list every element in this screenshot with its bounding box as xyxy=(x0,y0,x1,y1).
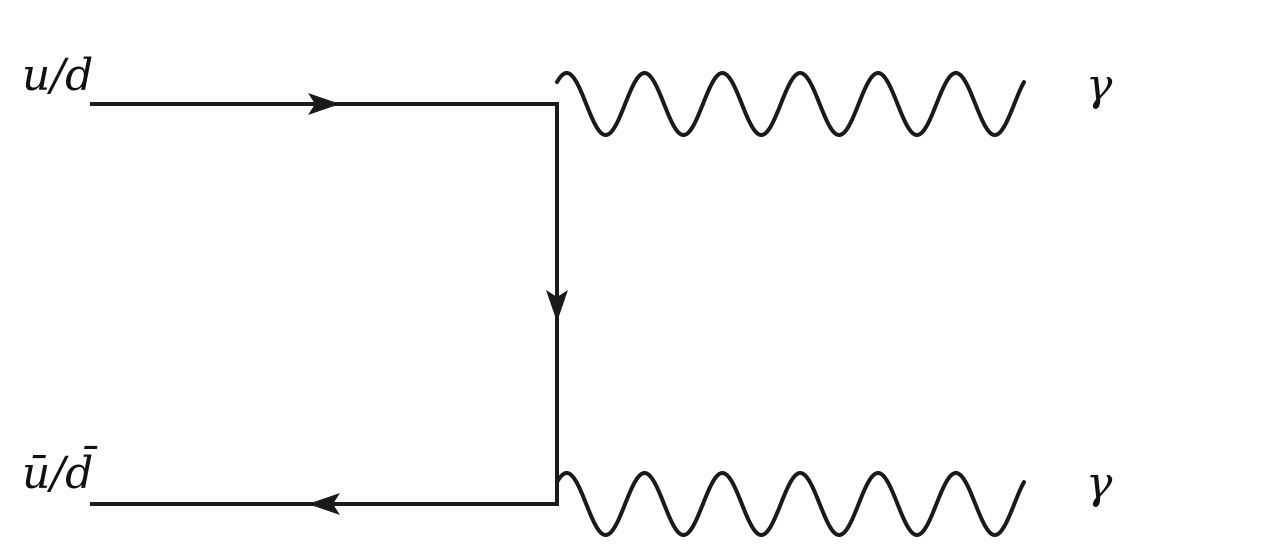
photon-wave-top xyxy=(555,71,1026,137)
photon-wave-bottom xyxy=(555,471,1026,537)
photon-top-label: γ xyxy=(1086,60,1113,111)
quark-arrow-down xyxy=(546,290,568,322)
antiquark-arrow-left xyxy=(308,493,340,515)
incoming-antiquark-label: ū/d̄ xyxy=(22,444,98,499)
incoming-quark-label: u/d xyxy=(22,50,93,101)
photon-bottom-label: γ xyxy=(1086,458,1113,509)
quark-arrow-right xyxy=(308,93,340,115)
